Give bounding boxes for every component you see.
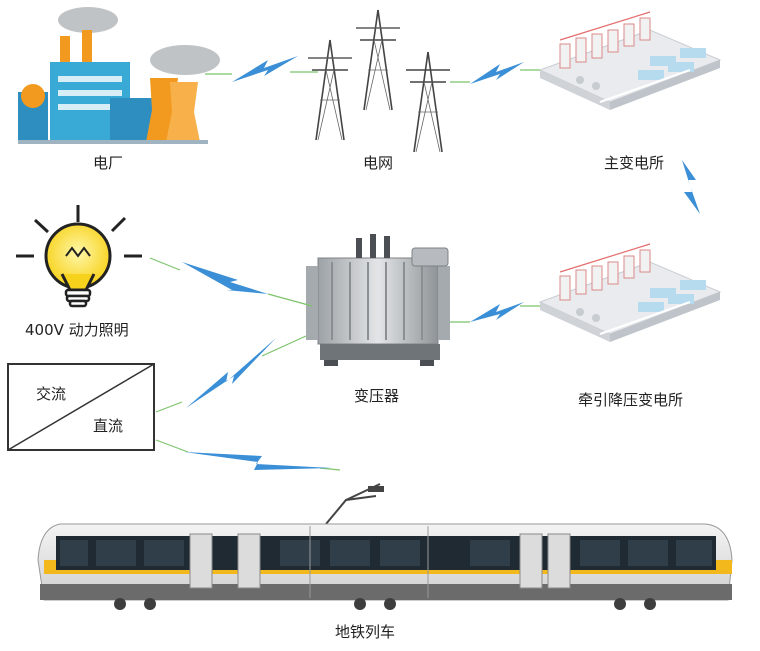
transformer-illustration: [306, 234, 450, 366]
bolt-substation-vertical: [682, 160, 700, 214]
bolt-grid-substation: [470, 62, 524, 84]
label-grid: 电网: [363, 154, 394, 172]
main-substation-illustration: [539, 11, 721, 111]
label-metro: 地铁列车: [335, 623, 396, 641]
label-ac: 交流: [36, 385, 67, 403]
label-main-substation: 主变电所: [604, 154, 665, 172]
label-dc: 直流: [93, 417, 124, 435]
connection-wires: [149, 69, 540, 471]
bolt-rectifier-train: [184, 452, 332, 470]
bolt-transformer-rectifier: [186, 338, 276, 408]
label-lighting: 400V 动力照明: [25, 321, 129, 339]
bolt-transformer-traction: [470, 302, 524, 322]
label-transformer: 变压器: [354, 387, 400, 405]
grid-towers-illustration: [307, 9, 451, 153]
light-bulb-illustration: [16, 205, 142, 308]
label-power-plant: 电厂: [93, 154, 124, 172]
label-traction-substation: 牵引降压变电所: [578, 391, 684, 409]
metro-train-illustration: [37, 483, 733, 610]
bolt-plant-grid: [232, 56, 298, 82]
lightning-bolts: [182, 56, 700, 470]
power-plant-illustration: [18, 7, 220, 144]
traction-substation-illustration: [539, 243, 721, 343]
rectifier-box-illustration: [7, 363, 155, 451]
bolt-transformer-bulb: [182, 262, 268, 294]
